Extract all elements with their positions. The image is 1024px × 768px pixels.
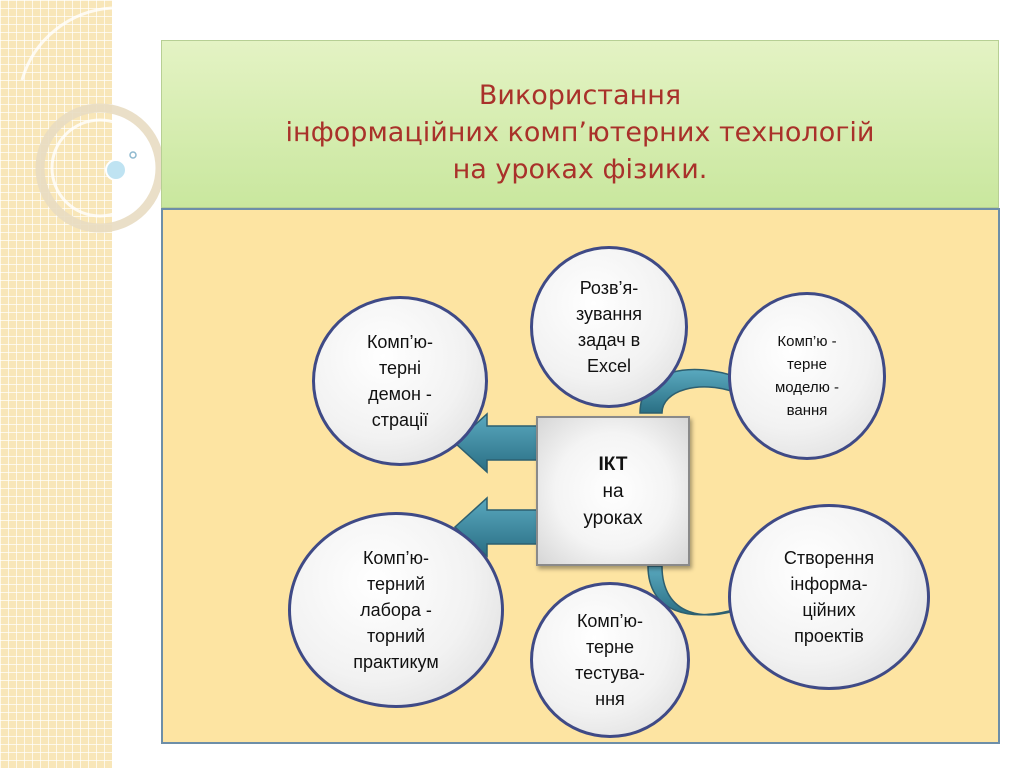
node-projects-line: Створення bbox=[783, 548, 875, 568]
center-line: уроках bbox=[583, 507, 643, 529]
node-testing-line: ння bbox=[595, 689, 625, 709]
center-title: ІКТ bbox=[598, 453, 628, 475]
node-projects-line: проектів bbox=[794, 626, 864, 646]
node-modeling-line: терне bbox=[786, 356, 827, 373]
node-lab-line: практикум bbox=[353, 652, 439, 672]
center-node: ІКТ на уроках bbox=[536, 416, 690, 566]
node-modeling: Комп’ю - терне моделю - вання bbox=[728, 292, 886, 460]
node-testing-line: Комп’ю- bbox=[576, 611, 644, 631]
node-demonstrations-line: страції bbox=[371, 410, 429, 430]
page-title: Використання інформаційних комп’ютерних … bbox=[162, 77, 998, 188]
node-excel-line: Excel bbox=[586, 356, 631, 376]
node-lab-line: торний bbox=[366, 626, 426, 646]
node-modeling-line: вання bbox=[786, 402, 828, 419]
title-line-3: на уроках фізики. bbox=[452, 154, 708, 185]
node-demonstrations-line: Комп’ю- bbox=[366, 332, 434, 352]
node-testing-line: тестува- bbox=[575, 663, 645, 683]
node-projects: Створення інформа- ційних проектів bbox=[728, 504, 930, 690]
node-excel-line: Розв’я- bbox=[579, 278, 639, 298]
center-line: на bbox=[602, 480, 624, 502]
arrow-to-demonstrations bbox=[453, 412, 541, 474]
node-excel-line: задач в bbox=[577, 330, 641, 350]
node-modeling-line: Комп’ю - bbox=[777, 333, 837, 350]
node-excel-line: зування bbox=[575, 304, 643, 324]
node-modeling-line: моделю - bbox=[774, 379, 840, 396]
title-line-2: інформаційних комп’ютерних технологій bbox=[285, 117, 875, 148]
node-demonstrations-line: демон - bbox=[368, 384, 432, 404]
node-projects-line: ційних bbox=[802, 600, 856, 620]
node-testing-line: терне bbox=[585, 637, 634, 657]
node-lab: Комп’ю- терний лабора - торний практикум bbox=[288, 512, 504, 708]
node-lab-line: Комп’ю- bbox=[362, 548, 430, 568]
node-lab-line: терний bbox=[366, 574, 426, 594]
node-demonstrations: Комп’ю- терні демон - страції bbox=[312, 296, 488, 466]
node-demonstrations-line: терні bbox=[378, 358, 421, 378]
decorative-rings bbox=[20, 6, 165, 233]
node-projects-line: інформа- bbox=[790, 574, 868, 594]
title-line-1: Використання bbox=[478, 80, 682, 111]
node-testing: Комп’ю- терне тестува- ння bbox=[530, 582, 690, 738]
title-banner: Використання інформаційних комп’ютерних … bbox=[161, 40, 999, 208]
node-lab-line: лабора - bbox=[360, 600, 432, 620]
node-excel: Розв’я- зування задач в Excel bbox=[530, 246, 688, 408]
